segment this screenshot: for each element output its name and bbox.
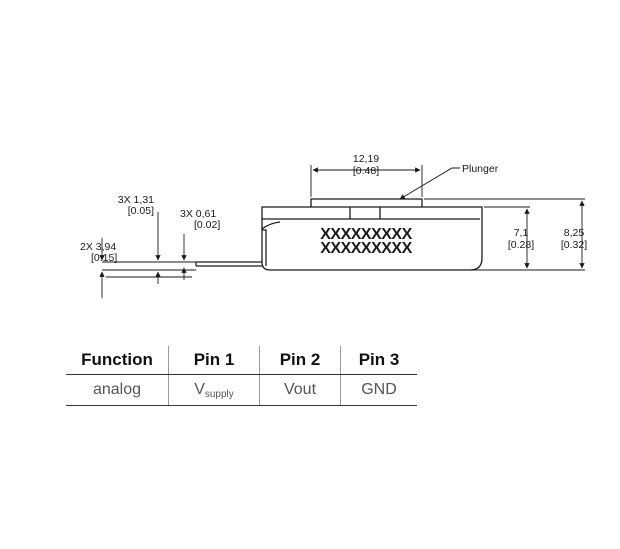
header-pin-3: Pin 3 — [340, 346, 417, 375]
dim-lead-len-in: [0.15] — [91, 252, 117, 264]
dim-lead-thick-in: [0.02] — [194, 219, 220, 231]
cell-function: analog — [66, 374, 169, 406]
pin1-symbol: V — [194, 380, 205, 398]
header-pin-2: Pin 2 — [259, 346, 341, 375]
body-bevel — [261, 221, 281, 230]
header-function: Function — [66, 346, 169, 375]
pin1-subscript: supply — [204, 388, 234, 400]
dim-total-height-in: [0.32] — [561, 239, 587, 251]
body-step — [262, 229, 267, 266]
dim-total-height-mm: 8,25 — [564, 227, 585, 239]
sensor-body — [261, 198, 483, 271]
marking-line-2: XXXXXXXXX — [320, 240, 412, 257]
leads — [195, 261, 262, 267]
dim-width-in: [0.48] — [353, 165, 379, 177]
dim-lead-pitch-mm: 3X 1,31 — [118, 194, 154, 206]
dim-body-height-in: [0.28] — [508, 239, 534, 251]
marking-line-1: XXXXXXXXX — [320, 226, 412, 243]
table-header-row: Function Pin 1 Pin 2 Pin 3 — [66, 346, 417, 375]
pin-function-table: Function Pin 1 Pin 2 Pin 3 analog Vsuppl… — [66, 346, 417, 406]
cell-pin-1: Vsupply — [168, 374, 260, 406]
extension-lines — [102, 165, 585, 271]
dim-width-mm: 12,19 — [353, 153, 379, 165]
plunger-leader — [399, 167, 460, 200]
plunger — [310, 198, 423, 207]
plunger-label: Plunger — [462, 163, 499, 175]
body-outline — [261, 206, 483, 271]
header-pin-1: Pin 1 — [168, 346, 260, 375]
dim-lead-len-mm: 2X 3,94 — [80, 241, 116, 253]
cell-pin-3: GND — [340, 374, 417, 406]
dim-lead-pitch-in: [0.05] — [128, 205, 154, 217]
dim-lead-thick-mm: 3X 0,61 — [180, 208, 216, 220]
cell-pin-2: Vout — [259, 374, 341, 406]
mechanical-drawing: 12,19 [0.48] Plunger 3X 1,31 [0.05] 3X 0… — [80, 153, 587, 298]
table-row: analog Vsupply Vout GND — [66, 374, 417, 406]
dimension-lines — [99, 167, 585, 298]
dim-body-height-mm: 7,1 — [514, 227, 529, 239]
